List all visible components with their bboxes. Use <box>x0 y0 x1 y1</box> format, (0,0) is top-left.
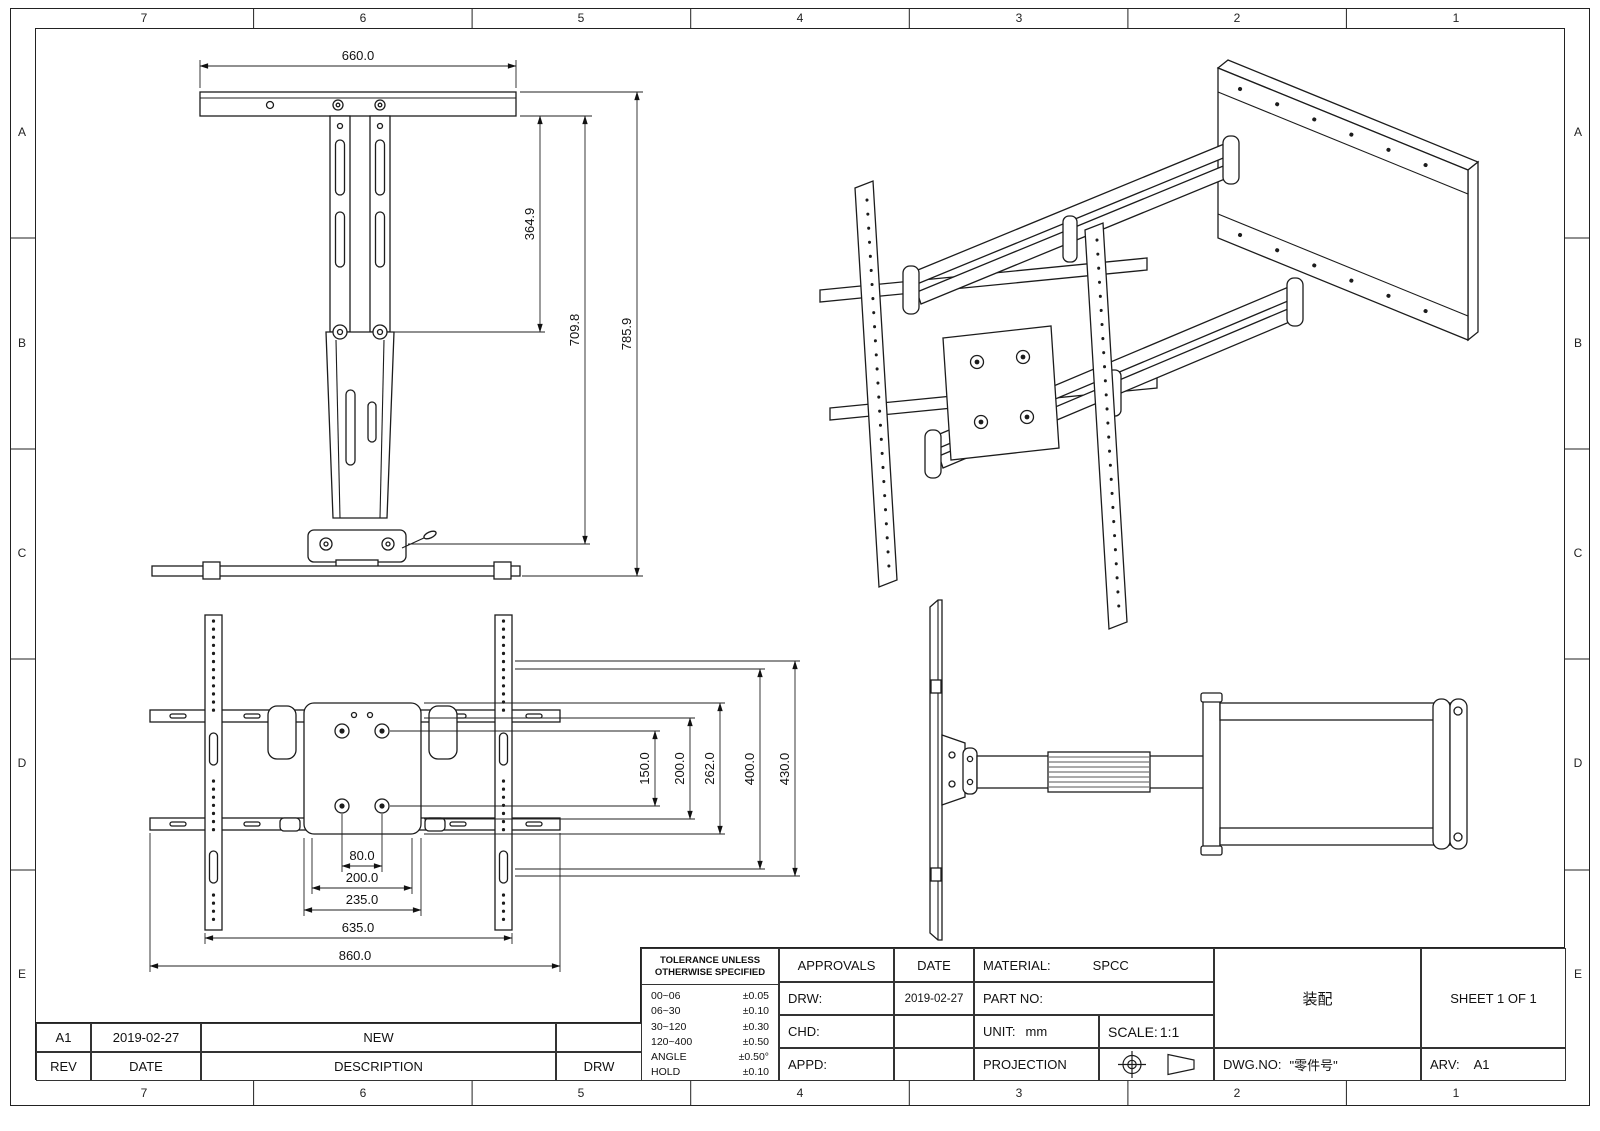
grid-col-label: 1 <box>1452 1086 1460 1100</box>
dim-front-width: 660.0 <box>342 48 375 63</box>
date-header-cell: DATE <box>894 948 974 982</box>
dim-plan-v5: 430.0 <box>777 753 792 786</box>
grid-row-label: A <box>1573 125 1582 139</box>
part-no-cell: PART NO: <box>974 982 1214 1015</box>
tolerance-box: TOLERANCE UNLESS OTHERWISE SPECIFIED 00~… <box>641 948 779 1081</box>
revision-entry-date: 2019-02-27 <box>91 1023 201 1052</box>
drw-date-cell: 2019-02-27 <box>894 982 974 1015</box>
grid-col-label: 1 <box>1452 11 1460 25</box>
outer-border <box>10 8 1590 1106</box>
sheet-cell: SHEET 1 OF 1 <box>1421 948 1566 1048</box>
grid-col-label: 7 <box>140 1086 148 1100</box>
tolerance-row: ANGLE±0.50° <box>651 1051 769 1064</box>
chd-date-cell <box>894 1015 974 1048</box>
tolerance-row: 120~400±0.50 <box>651 1035 769 1048</box>
side-view-geometry <box>929 599 1468 941</box>
plan-view: 150.0 200.0 262.0 400.0 430.0 80.0 <box>149 614 800 972</box>
grid-row-label: C <box>1573 546 1583 560</box>
dim-plan-h2: 200.0 <box>346 870 379 885</box>
grid-col-label: 6 <box>359 1086 367 1100</box>
dim-plan-h4: 635.0 <box>342 920 375 935</box>
front-view: 660.0 364.9 709.8 785.9 <box>151 48 643 580</box>
tolerance-row: HOLD±0.10 <box>651 1066 769 1079</box>
dim-front-h1: 364.9 <box>522 208 537 241</box>
revision-header-rev: REV <box>36 1052 91 1081</box>
dwg-no-cell: DWG.NO:"零件号" <box>1214 1048 1421 1081</box>
revision-header-drw: DRW <box>556 1052 642 1081</box>
grid-col-label: 4 <box>796 11 804 25</box>
grid-col-label: 2 <box>1233 1086 1241 1100</box>
dim-plan-h1: 80.0 <box>349 848 374 863</box>
truncated-cone-icon <box>1166 1053 1195 1076</box>
revision-entry-description: NEW <box>201 1023 556 1052</box>
grid-col-label: 3 <box>1015 1086 1023 1100</box>
revision-header-description: DESCRIPTION <box>201 1052 556 1081</box>
revision-table: A1 2019-02-27 NEW REV DATE DESCRIPTION D… <box>35 1022 642 1081</box>
grid-row-label: A <box>17 125 26 139</box>
tolerance-title-line2: OTHERWISE SPECIFIED <box>654 966 766 978</box>
grid-col-label: 7 <box>140 11 148 25</box>
projection-symbols-cell <box>1099 1048 1214 1081</box>
arv-cell: ARV:A1 <box>1421 1048 1566 1081</box>
grid-col-label: 5 <box>577 11 585 25</box>
grid-row-label: D <box>1573 756 1583 770</box>
dim-plan-v4: 400.0 <box>742 753 757 786</box>
plan-view-dimensions: 150.0 200.0 262.0 400.0 430.0 80.0 <box>149 660 800 972</box>
front-view-geometry <box>151 91 521 580</box>
scale-cell: SCALE:1:1 <box>1099 1015 1214 1048</box>
grid-col-label: 6 <box>359 11 367 25</box>
revision-header-date: DATE <box>91 1052 201 1081</box>
isometric-geometry <box>819 59 1480 630</box>
dim-plan-v1: 150.0 <box>637 752 652 785</box>
material-cell: MATERIAL:SPCC <box>974 948 1214 982</box>
grid-col-label: 3 <box>1015 11 1023 25</box>
tolerance-row: 06~30±0.10 <box>651 1005 769 1018</box>
revision-entry-drw <box>556 1023 642 1052</box>
tolerance-row: 00~06±0.05 <box>651 990 769 1002</box>
grid-row-label: B <box>1573 336 1582 350</box>
title-block: TOLERANCE UNLESS OTHERWISE SPECIFIED 00~… <box>640 947 1566 1081</box>
dim-front-h2: 709.8 <box>567 314 582 347</box>
projection-label-cell: PROJECTION <box>974 1048 1099 1081</box>
plan-view-geometry <box>149 614 561 931</box>
dim-front-h3: 785.9 <box>619 318 634 351</box>
revision-entry-rev: A1 <box>36 1023 91 1052</box>
grid-row-label: B <box>17 336 26 350</box>
grid-row-label: C <box>17 546 27 560</box>
dim-plan-h5: 860.0 <box>339 948 372 963</box>
isometric-view <box>819 59 1480 630</box>
tolerance-title: TOLERANCE UNLESS OTHERWISE SPECIFIED <box>642 949 778 985</box>
approvals-header-cell: APPROVALS <box>779 948 894 982</box>
tolerance-title-line1: TOLERANCE UNLESS <box>659 954 761 966</box>
dim-plan-v2: 200.0 <box>672 752 687 785</box>
unit-cell: UNIT:mm <box>974 1015 1099 1048</box>
projection-symbols <box>1117 1051 1195 1078</box>
grid-col-label: 2 <box>1233 11 1241 25</box>
front-view-dimensions: 660.0 364.9 709.8 785.9 <box>199 48 643 577</box>
appd-label-cell: APPD: <box>779 1048 894 1081</box>
chd-label-cell: CHD: <box>779 1015 894 1048</box>
grid-col-label: 5 <box>577 1086 585 1100</box>
grid-row-label: D <box>17 756 27 770</box>
appd-date-cell <box>894 1048 974 1081</box>
dim-plan-h3: 235.0 <box>346 892 379 907</box>
drw-label-cell: DRW: <box>779 982 894 1015</box>
first-angle-projection-icon <box>1117 1051 1146 1078</box>
assembly-title-cell: 装配 <box>1214 948 1421 1048</box>
tolerance-row: 30~120±0.30 <box>651 1020 769 1033</box>
grid-row-label: E <box>17 967 26 981</box>
tolerance-rows: 00~06±0.05 06~30±0.10 30~120±0.30 120~40… <box>642 985 778 1080</box>
side-view <box>929 599 1468 941</box>
grid-row-label: E <box>1573 967 1582 981</box>
grid-col-label: 4 <box>796 1086 804 1100</box>
dim-plan-v3: 262.0 <box>702 752 717 785</box>
